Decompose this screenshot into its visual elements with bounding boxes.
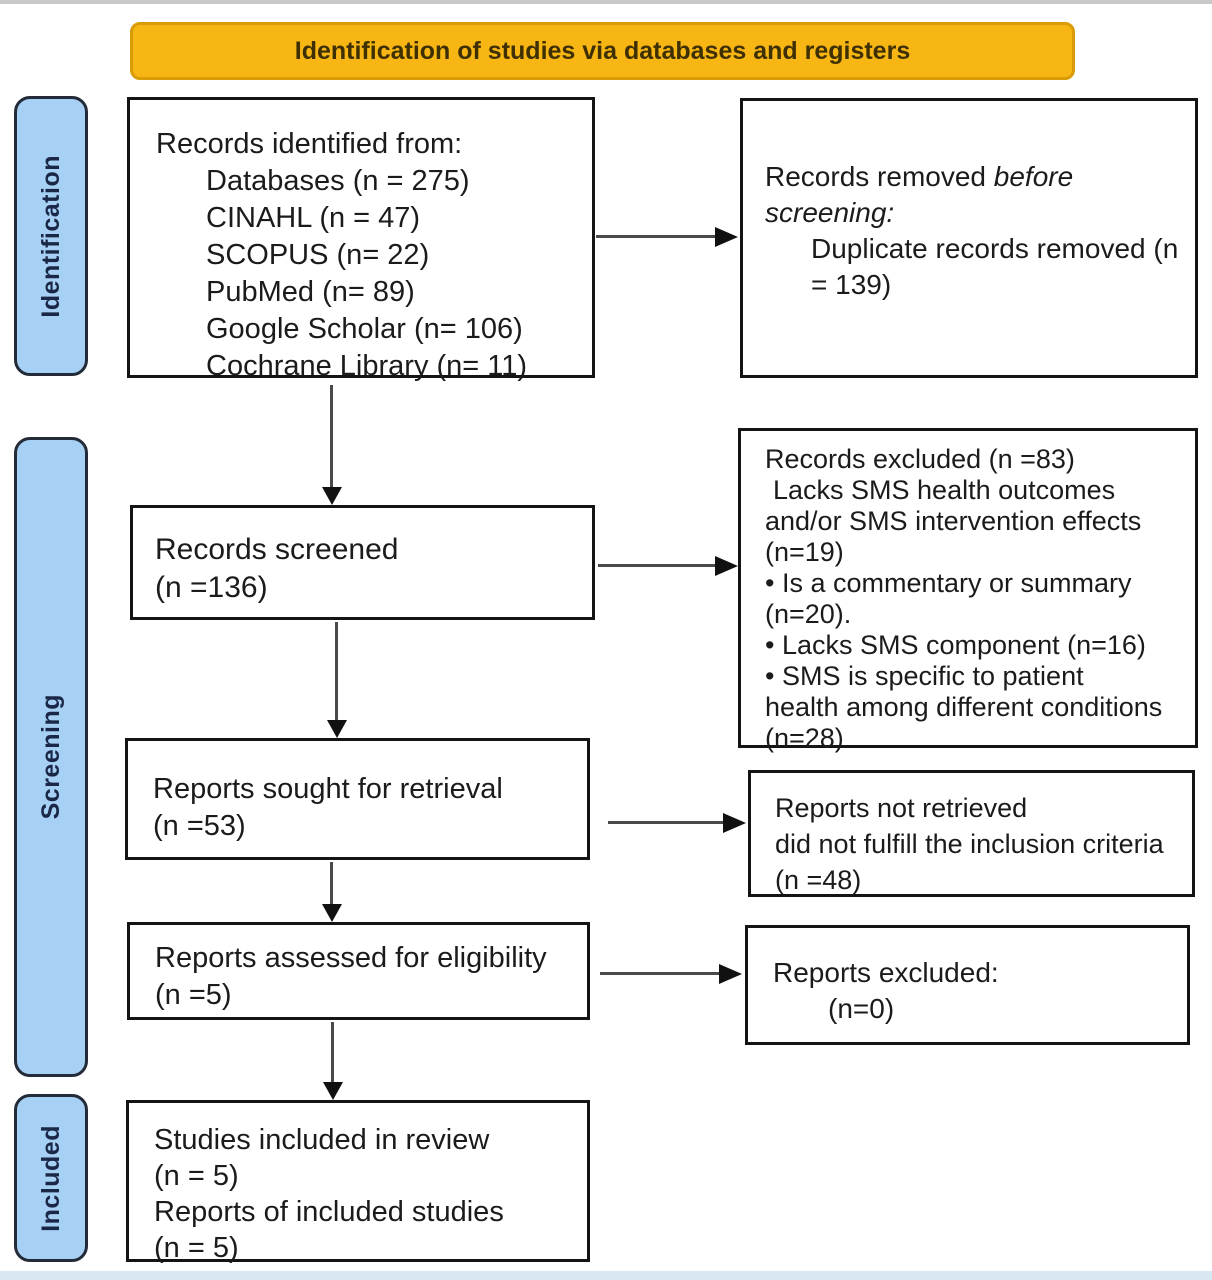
box-line: Reports sought for retrieval [153, 773, 503, 805]
arrow-identified-to-screened [322, 385, 342, 505]
box-line: Records identified from: [156, 128, 463, 160]
arrow-identified-to-removed [596, 227, 738, 247]
box-line: (n =136) [155, 571, 268, 604]
box-line: (n=20). [765, 599, 852, 629]
box-line: and/or SMS intervention effects [765, 506, 1142, 536]
box-line: (n=19) [765, 537, 844, 567]
stage-label-identification-text: Identification [36, 154, 65, 318]
box-line: Databases (n = 275) [206, 165, 470, 197]
box-line: = 139) [811, 269, 892, 300]
arrow-sought-to-not-retrieved [608, 813, 746, 833]
box-line: Reports assessed for eligibility [155, 942, 547, 974]
box-line: (n=28) [765, 723, 844, 753]
box-reports-assessed: Reports assessed for eligibility (n =5) [127, 922, 590, 1020]
box-line: Reports not retrieved [775, 793, 1028, 823]
box-line: Cochrane Library (n= 11) [206, 350, 528, 382]
stage-label-screening: Screening [14, 437, 88, 1077]
box-line: Records excluded (n =83) [765, 444, 1075, 474]
box-line: Lacks SMS health outcomes [773, 475, 1116, 505]
box-line: (n=0) [828, 993, 895, 1024]
box-line: Records removed before [765, 161, 1074, 192]
box-line: • SMS is specific to patient [765, 661, 1084, 691]
arrow-assessed-to-included [323, 1022, 343, 1100]
box-line: did not fulfill the inclusion criteria [775, 829, 1164, 859]
box-records-screened: Records screened (n =136) [130, 505, 595, 620]
arrow-screened-to-sought [327, 622, 347, 738]
box-line: Studies included in review [154, 1124, 490, 1156]
box-reports-excluded: Reports excluded: (n=0) [745, 925, 1190, 1045]
box-line: Google Scholar (n= 106) [206, 313, 523, 345]
stage-label-included: Included [14, 1094, 88, 1262]
box-line: health among different conditions [765, 692, 1163, 722]
box-line: (n =48) [775, 865, 862, 895]
box-line: SCOPUS (n= 22) [206, 239, 430, 271]
box-reports-sought: Reports sought for retrieval (n =53) [125, 738, 590, 860]
box-line: (n =53) [153, 810, 246, 842]
box-line: • Is a commentary or summary [765, 568, 1132, 598]
box-records-removed: Records removed before screening: Duplic… [740, 98, 1198, 378]
box-line: (n =5) [155, 979, 232, 1011]
box-line: PubMed (n= 89) [206, 276, 415, 308]
box-records-identified: Records identified from: Databases (n = … [127, 97, 595, 382]
box-line: screening: [765, 197, 895, 228]
arrow-screened-to-excluded [598, 556, 738, 576]
arrow-sought-to-assessed [322, 862, 342, 922]
stage-label-screening-text: Screening [36, 694, 65, 820]
stage-label-included-text: Included [36, 1124, 65, 1232]
box-line: • Lacks SMS component (n=16) [765, 630, 1146, 660]
banner-title-text: Identification of studies via databases … [294, 36, 911, 65]
box-line: Records screened [155, 533, 399, 566]
box-studies-included: Studies included in review (n = 5) Repor… [126, 1100, 590, 1264]
top-divider [0, 0, 1212, 4]
stage-label-identification: Identification [14, 96, 88, 376]
arrow-assessed-to-reports-excluded [600, 964, 742, 984]
banner-title: Identification of studies via databases … [130, 22, 1075, 80]
box-line: (n = 5) [154, 1232, 239, 1264]
box-line: Duplicate records removed (n [811, 233, 1179, 264]
box-records-excluded: Records excluded (n =83) Lacks SMS healt… [738, 428, 1198, 753]
box-reports-not-retrieved: Reports not retrieved did not fulfill th… [748, 770, 1195, 897]
box-line: Reports of included studies [154, 1196, 504, 1228]
box-line: Reports excluded: [773, 957, 999, 988]
bottom-strip [0, 1271, 1212, 1280]
box-line: CINAHL (n = 47) [206, 202, 421, 234]
box-line: (n = 5) [154, 1160, 239, 1192]
